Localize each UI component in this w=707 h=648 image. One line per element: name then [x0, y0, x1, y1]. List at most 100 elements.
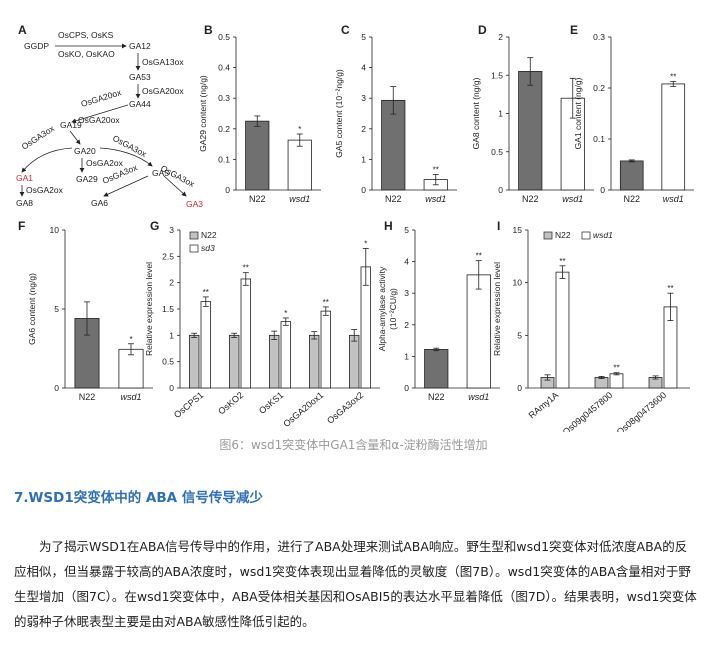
bar [555, 271, 570, 389]
bar [228, 334, 240, 389]
enzyme-label: OsGA3ox [20, 123, 57, 152]
node-ga8: GA8 [16, 198, 33, 208]
y-tick-label: 2 [169, 278, 174, 288]
panel-label: E [570, 23, 578, 37]
enzyme-label: OsCPS, OsKS [58, 30, 114, 40]
node-ga29: GA29 [76, 174, 98, 184]
panel-label-a: A [18, 23, 27, 37]
y-tick-label: 0 [169, 383, 174, 393]
y-tick-label: 0 [361, 185, 366, 195]
x-tick-label: N22 [522, 194, 539, 204]
x-tick-label: Os09g0457800 [561, 390, 615, 432]
y-tick-label: 0 [225, 185, 230, 195]
y-tick-label: 0.3 [218, 93, 230, 103]
y-tick-label: 1.5 [491, 70, 503, 80]
bar [200, 301, 212, 389]
x-tick-label: OsCPS1 [172, 390, 205, 420]
bar [308, 334, 320, 389]
node-ga5: GA5 [152, 168, 169, 178]
y-tick-label: 0 [517, 383, 522, 393]
y-tick-label: 0.1 [218, 154, 230, 164]
legend-swatch [581, 231, 591, 240]
node-ggdp: GGDP [24, 41, 49, 51]
y-tick-label: 2 [404, 320, 409, 330]
significance-mark: ** [243, 264, 249, 273]
bar [619, 160, 644, 191]
x-tick-label: N22 [249, 194, 266, 204]
y-tick-label: 2 [498, 32, 503, 42]
x-tick-label: OsKO2 [216, 390, 245, 417]
y-tick-label: 5 [54, 304, 59, 314]
y-tick-label: 5 [404, 225, 409, 235]
bar [424, 349, 449, 389]
y-tick-label: 10 [50, 225, 60, 235]
y-axis-label: GA1 content (ng/g) [573, 77, 583, 149]
y-tick-label: 15 [513, 225, 523, 235]
panel-label: G [150, 219, 159, 233]
node-ga20: GA20 [74, 146, 96, 156]
enzyme-label: OsGA3ox [111, 133, 149, 159]
figure-6: A GGDP OsCPS, OsKS OsKO, OsKAO GA1 2 OsGA… [16, 23, 694, 432]
node-ga53: GA53 [129, 72, 151, 82]
y-axis-label: GA29 content (ng/g) [198, 75, 208, 152]
node-ga44: GA44 [129, 99, 151, 109]
node-ga1: GA1 [16, 173, 33, 183]
x-tick-label: wsd1 [663, 194, 684, 204]
legend-swatch [189, 231, 199, 240]
enzyme-label: OsGA20ox [80, 87, 123, 109]
panel-label: F [18, 219, 25, 233]
y-tick-label: 0.5 [162, 357, 174, 367]
significance-mark: ** [667, 284, 673, 293]
legend-label: N22 [201, 230, 217, 240]
legend-swatch [189, 244, 199, 253]
x-tick-label: RAmy1A [527, 390, 561, 420]
legend-label: N22 [555, 230, 571, 240]
enzyme-label: OsGA13ox [142, 57, 184, 67]
x-tick-label: wsd1 [425, 194, 446, 204]
y-tick-label: 0.2 [593, 83, 605, 93]
y-tick-label: 0.3 [593, 32, 605, 42]
bar [518, 71, 543, 191]
panel-label: B [204, 23, 213, 37]
significance-mark: * [364, 239, 367, 248]
x-tick-label: N22 [428, 392, 445, 402]
panel-label: H [384, 219, 393, 233]
y-tick-label: 4 [404, 257, 409, 267]
y-tick-label: 5 [517, 330, 522, 340]
y-tick-label: 0 [404, 383, 409, 393]
y-tick-label: 0.2 [218, 124, 230, 134]
y-tick-label: 1 [169, 330, 174, 340]
enzyme-label: OsGA20ox [142, 86, 184, 96]
y-tick-label: 0.4 [218, 63, 230, 73]
enzyme-label: OsGA2ox [86, 158, 124, 168]
panel-label: D [478, 23, 487, 37]
node-ga19: GA19 [60, 120, 82, 130]
y-axis-label: Alpha-amylase activity [377, 266, 387, 351]
y-axis-label: Relative expression level [144, 262, 154, 356]
x-tick-label: OsGA20ox1 [281, 390, 325, 429]
y-tick-label: 5 [361, 32, 366, 42]
bar [280, 321, 292, 389]
x-tick-label: OsKS1 [257, 390, 285, 416]
x-tick-label: wsd1 [562, 194, 583, 204]
y-tick-label: 0 [498, 185, 503, 195]
bar [661, 83, 686, 191]
x-tick-label: N22 [79, 392, 96, 402]
y-tick-label: 0 [600, 185, 605, 195]
y-tick-label: 2.5 [162, 251, 174, 261]
x-tick-label: Os08g0473600 [615, 390, 669, 432]
enzyme-label: OsGA20ox [78, 115, 120, 125]
enzyme-label: OsGA2ox [26, 185, 64, 195]
enzyme-label: OsKO, OsKAO [58, 49, 115, 59]
y-tick-label: 2 [361, 124, 366, 134]
significance-mark: ** [559, 257, 565, 266]
bar [609, 373, 624, 389]
x-tick-label: OsGA3ox2 [325, 390, 365, 426]
y-tick-label: 3 [169, 225, 174, 235]
